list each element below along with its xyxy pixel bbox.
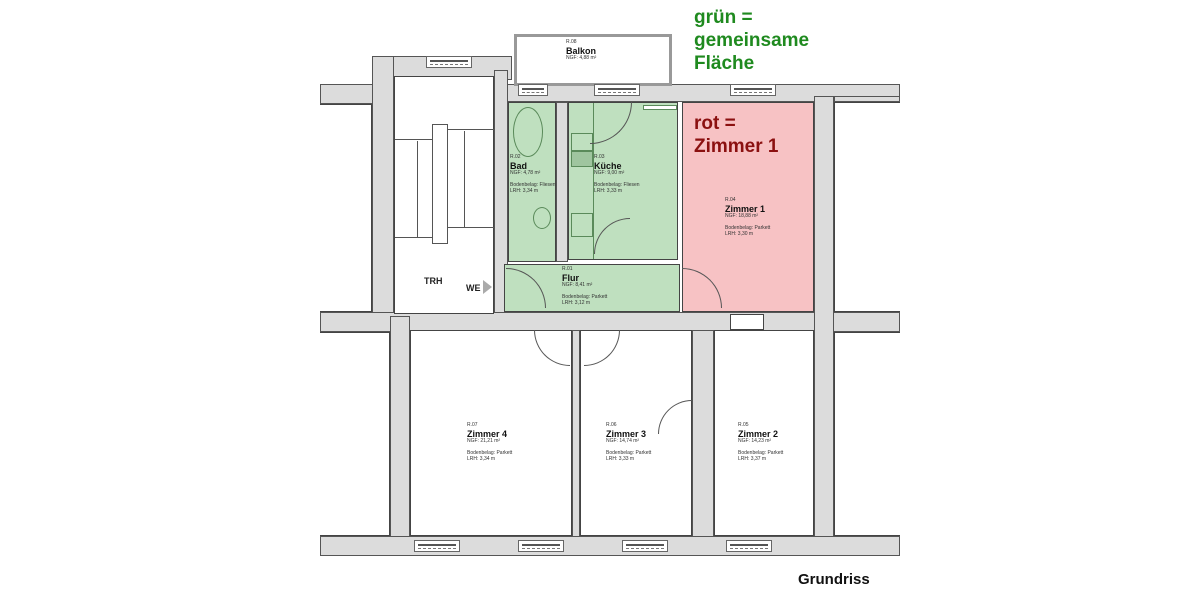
room-area: NGF: 18,88 m² bbox=[725, 213, 759, 220]
window-zimmer1 bbox=[730, 84, 776, 96]
room-height: LRH: 3,34 m bbox=[467, 455, 496, 462]
room-area: NGF: 4,78 m² bbox=[510, 170, 541, 177]
label-zimmer2: R.05 Zimmer 2 NGF: 14,23 m² Bodenbelag: … bbox=[738, 422, 784, 462]
wall-left-lower bbox=[390, 316, 410, 542]
room-name: Flur bbox=[562, 272, 579, 283]
room-area: NGF: 4,88 m² bbox=[566, 55, 597, 62]
room-flooring: Bodenbelag: Parkett bbox=[606, 449, 652, 456]
legend-shared-area: grün = gemeinsame Fläche bbox=[694, 6, 809, 75]
room-area: NGF: 14,23 m² bbox=[738, 438, 772, 445]
entrance-arrow-icon bbox=[483, 280, 492, 294]
room-name: Zimmer 2 bbox=[738, 428, 779, 439]
room-bad bbox=[508, 102, 556, 262]
room-number: R.03 bbox=[594, 154, 605, 160]
wall-bad-kueche bbox=[556, 102, 568, 262]
room-height: LRH: 3,12 m bbox=[562, 299, 591, 306]
room-area: NGF: 9,00 m² bbox=[594, 170, 625, 177]
room-name: Balkon bbox=[566, 45, 597, 56]
wall-bottom bbox=[320, 536, 900, 556]
window-zimmer3-bottom bbox=[622, 540, 668, 552]
window-zimmer2-bottom bbox=[726, 540, 772, 552]
room-left-neighbor bbox=[320, 104, 372, 312]
legend-green-line1: grün = bbox=[694, 7, 753, 28]
closet bbox=[730, 314, 764, 330]
room-name: Bad bbox=[510, 160, 528, 171]
window-zimmer4-bottom bbox=[414, 540, 460, 552]
room-right-neighbor bbox=[834, 102, 900, 312]
room-area: NGF: 14,74 m² bbox=[606, 438, 640, 445]
caption-grundriss: Grundriss bbox=[798, 571, 870, 588]
room-name: Zimmer 4 bbox=[467, 428, 508, 439]
label-entrance: WE bbox=[466, 283, 481, 293]
room-kueche bbox=[568, 102, 678, 260]
room-number: R.06 bbox=[606, 422, 617, 428]
wall-divider-z4z3 bbox=[572, 330, 580, 540]
legend-red-line2: Zimmer 1 bbox=[694, 136, 779, 157]
wall-right-col bbox=[814, 96, 834, 542]
room-height: LRH: 3,33 m bbox=[606, 455, 635, 462]
label-zimmer3: R.06 Zimmer 3 NGF: 14,74 m² Bodenbelag: … bbox=[606, 422, 652, 462]
room-number: R.08 bbox=[566, 39, 577, 45]
window-kueche bbox=[594, 84, 640, 96]
label-balkon: R.08 Balkon NGF: 4,88 m² bbox=[566, 39, 597, 62]
room-name: Zimmer 1 bbox=[725, 203, 766, 214]
room-name: Küche bbox=[594, 160, 622, 171]
room-flooring: Bodenbelag: Fliesen bbox=[594, 181, 640, 188]
legend-green-line2: gemeinsame bbox=[694, 30, 810, 51]
room-flooring: Bodenbelag: Parkett bbox=[467, 449, 513, 456]
label-bad: R.02 Bad NGF: 4,78 m² Bodenbelag: Fliese… bbox=[510, 154, 556, 194]
label-stairwell: TRH bbox=[424, 276, 443, 286]
room-flooring: Bodenbelag: Parkett bbox=[562, 293, 608, 300]
wall-divider-z3z2 bbox=[692, 330, 714, 540]
legend-red-line1: rot = bbox=[694, 113, 736, 134]
room-area: NGF: 8,41 m² bbox=[562, 282, 593, 289]
room-number: R.01 bbox=[562, 266, 573, 272]
room-height: LRH: 3,33 m bbox=[594, 187, 623, 194]
room-name: Zimmer 3 bbox=[606, 428, 647, 439]
room-height: LRH: 3,30 m bbox=[725, 230, 754, 237]
room-height: LRH: 3,37 m bbox=[738, 455, 767, 462]
window-stair bbox=[426, 56, 472, 68]
room-number: R.02 bbox=[510, 154, 521, 160]
legend-room1: rot = Zimmer 1 bbox=[694, 112, 778, 158]
window-z4-z3 bbox=[518, 540, 564, 552]
label-flur: R.01 Flur NGF: 8,41 m² Bodenbelag: Parke… bbox=[562, 266, 608, 306]
room-stairwell bbox=[394, 76, 495, 314]
label-zimmer4: R.07 Zimmer 4 NGF: 21,21 m² Bodenbelag: … bbox=[467, 422, 513, 462]
label-kueche: R.03 Küche NGF: 9,00 m² Bodenbelag: Flie… bbox=[594, 154, 640, 194]
window-balkon-1 bbox=[518, 84, 548, 96]
legend-green-line3: Fläche bbox=[694, 53, 755, 74]
room-balkon bbox=[514, 34, 672, 86]
room-flooring: Bodenbelag: Fliesen bbox=[510, 181, 556, 188]
wall-left-outer bbox=[372, 56, 394, 316]
room-flooring: Bodenbelag: Parkett bbox=[725, 224, 771, 231]
room-left-neighbor-lower bbox=[320, 332, 390, 536]
room-zimmer2 bbox=[714, 330, 814, 536]
label-zimmer1: R.04 Zimmer 1 NGF: 18,88 m² Bodenbelag: … bbox=[725, 197, 771, 237]
room-right-neighbor-lower bbox=[834, 332, 900, 536]
wall-top-left bbox=[320, 84, 380, 104]
room-number: R.04 bbox=[725, 197, 736, 203]
room-area: NGF: 21,21 m² bbox=[467, 438, 501, 445]
room-flooring: Bodenbelag: Parkett bbox=[738, 449, 784, 456]
room-number: R.07 bbox=[467, 422, 478, 428]
room-height: LRH: 3,34 m bbox=[510, 187, 539, 194]
room-number: R.05 bbox=[738, 422, 749, 428]
wall-right-stub bbox=[834, 96, 900, 102]
room-zimmer4 bbox=[410, 330, 572, 536]
